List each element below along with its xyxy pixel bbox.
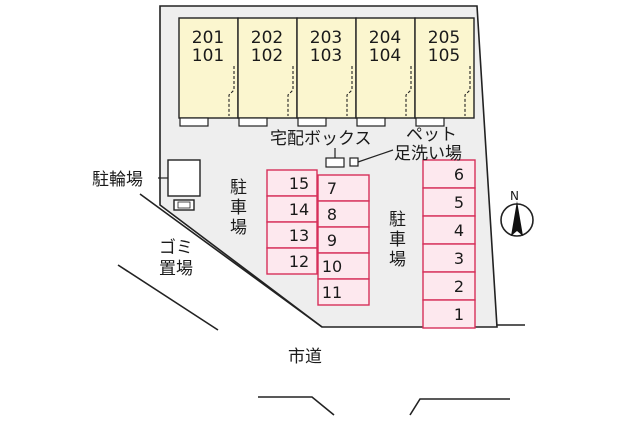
- unit-number-lower: 105: [428, 46, 460, 66]
- parking-slot-number: 14: [289, 200, 309, 219]
- parking-label-left-2: 車: [230, 198, 247, 218]
- parking-slot-number: 9: [327, 231, 337, 250]
- parking-slot: [317, 200, 370, 228]
- unit-number-upper: 205: [428, 28, 460, 48]
- parking-slot-number: 10: [322, 257, 342, 276]
- parking-slot: [317, 278, 370, 306]
- bicycle-parking-label: 駐輪場: [92, 170, 143, 190]
- unit-balcony: [238, 117, 268, 127]
- parking-slot: [266, 169, 318, 197]
- parking-slot: [422, 159, 476, 189]
- delivery-box-label: 宅配ボックス: [270, 129, 372, 149]
- parking-slot-number: 4: [454, 221, 464, 240]
- parking-slot-number: 3: [454, 249, 464, 268]
- parking-slot: [266, 221, 318, 249]
- north-label: N: [510, 189, 519, 203]
- parking-slot-number: 13: [289, 226, 309, 245]
- apartment-unit: [414, 17, 475, 119]
- parking-label-right-1: 駐: [389, 210, 406, 230]
- north-arrow-icon: [511, 201, 523, 236]
- garbage-area-inner: [177, 201, 191, 209]
- unit-stair-line: [405, 66, 412, 116]
- parking-label-left-3: 場: [230, 218, 247, 238]
- parking-label-right-3: 場: [389, 250, 406, 270]
- city-road-label: 市道: [288, 347, 322, 367]
- parking-slot: [422, 271, 476, 301]
- unit-number-upper: 201: [192, 28, 224, 48]
- apartment-unit: [296, 17, 357, 119]
- parking-slot-number: 15: [289, 174, 309, 193]
- parking-slot: [266, 195, 318, 223]
- unit-stair-line: [346, 66, 353, 116]
- pet-wash-label-line1: ペット: [406, 125, 457, 145]
- parking-slot: [422, 215, 476, 245]
- parking-slot: [266, 247, 318, 275]
- road-edge-line: [409, 398, 510, 416]
- parking-slot: [422, 187, 476, 217]
- apartment-unit: [178, 17, 239, 119]
- unit-stair-line: [464, 66, 471, 116]
- unit-number-lower: 104: [369, 46, 401, 66]
- delivery-box-marker: [325, 157, 345, 168]
- unit-balcony: [179, 117, 209, 127]
- parking-slot: [317, 252, 370, 280]
- unit-number-upper: 204: [369, 28, 401, 48]
- parking-slot-number: 6: [454, 165, 464, 184]
- unit-number-lower: 101: [192, 46, 224, 66]
- garbage-label-line2: 置場: [159, 259, 193, 279]
- parking-slot-number: 12: [289, 252, 309, 271]
- bicycle-parking-area: [167, 159, 201, 197]
- garbage-area: [173, 199, 195, 211]
- apartment-unit: [237, 17, 298, 119]
- unit-number-lower: 102: [251, 46, 283, 66]
- parking-slot-number: 8: [327, 205, 337, 224]
- unit-balcony: [415, 117, 445, 127]
- unit-number-upper: 202: [251, 28, 283, 48]
- road-edge-line: [258, 396, 335, 416]
- parking-slot: [317, 226, 370, 254]
- parking-slot-number: 5: [454, 193, 464, 212]
- unit-number-lower: 103: [310, 46, 342, 66]
- road-edge-line: [117, 264, 219, 331]
- parking-label-left-1: 駐: [230, 178, 247, 198]
- parking-slot-number: 11: [322, 283, 342, 302]
- apartment-unit: [355, 17, 416, 119]
- north-compass: N: [500, 189, 534, 237]
- road-edge-line: [139, 193, 323, 328]
- leader-line: [357, 149, 394, 163]
- unit-stair-line: [287, 66, 294, 116]
- garbage-label-line1: ゴミ: [159, 237, 193, 258]
- unit-balcony: [356, 117, 386, 127]
- pet-wash-label-line2: 足洗い場: [394, 144, 462, 164]
- parking-slot: [422, 243, 476, 273]
- parking-slot: [422, 299, 476, 329]
- parking-slots: 15 14 13 12 7 8 9 10 11 6 5 4 3 2 1: [266, 159, 476, 329]
- unit-stair-line: [228, 66, 235, 116]
- parking-slot-number: 1: [454, 305, 464, 324]
- unit-balcony: [297, 117, 327, 127]
- parking-slot-number: 2: [454, 277, 464, 296]
- parking-slot-number: 7: [327, 179, 337, 198]
- parking-slot: [317, 174, 370, 202]
- pet-wash-marker: [349, 157, 359, 167]
- unit-number-upper: 203: [310, 28, 342, 48]
- parking-label-right-2: 車: [389, 230, 406, 250]
